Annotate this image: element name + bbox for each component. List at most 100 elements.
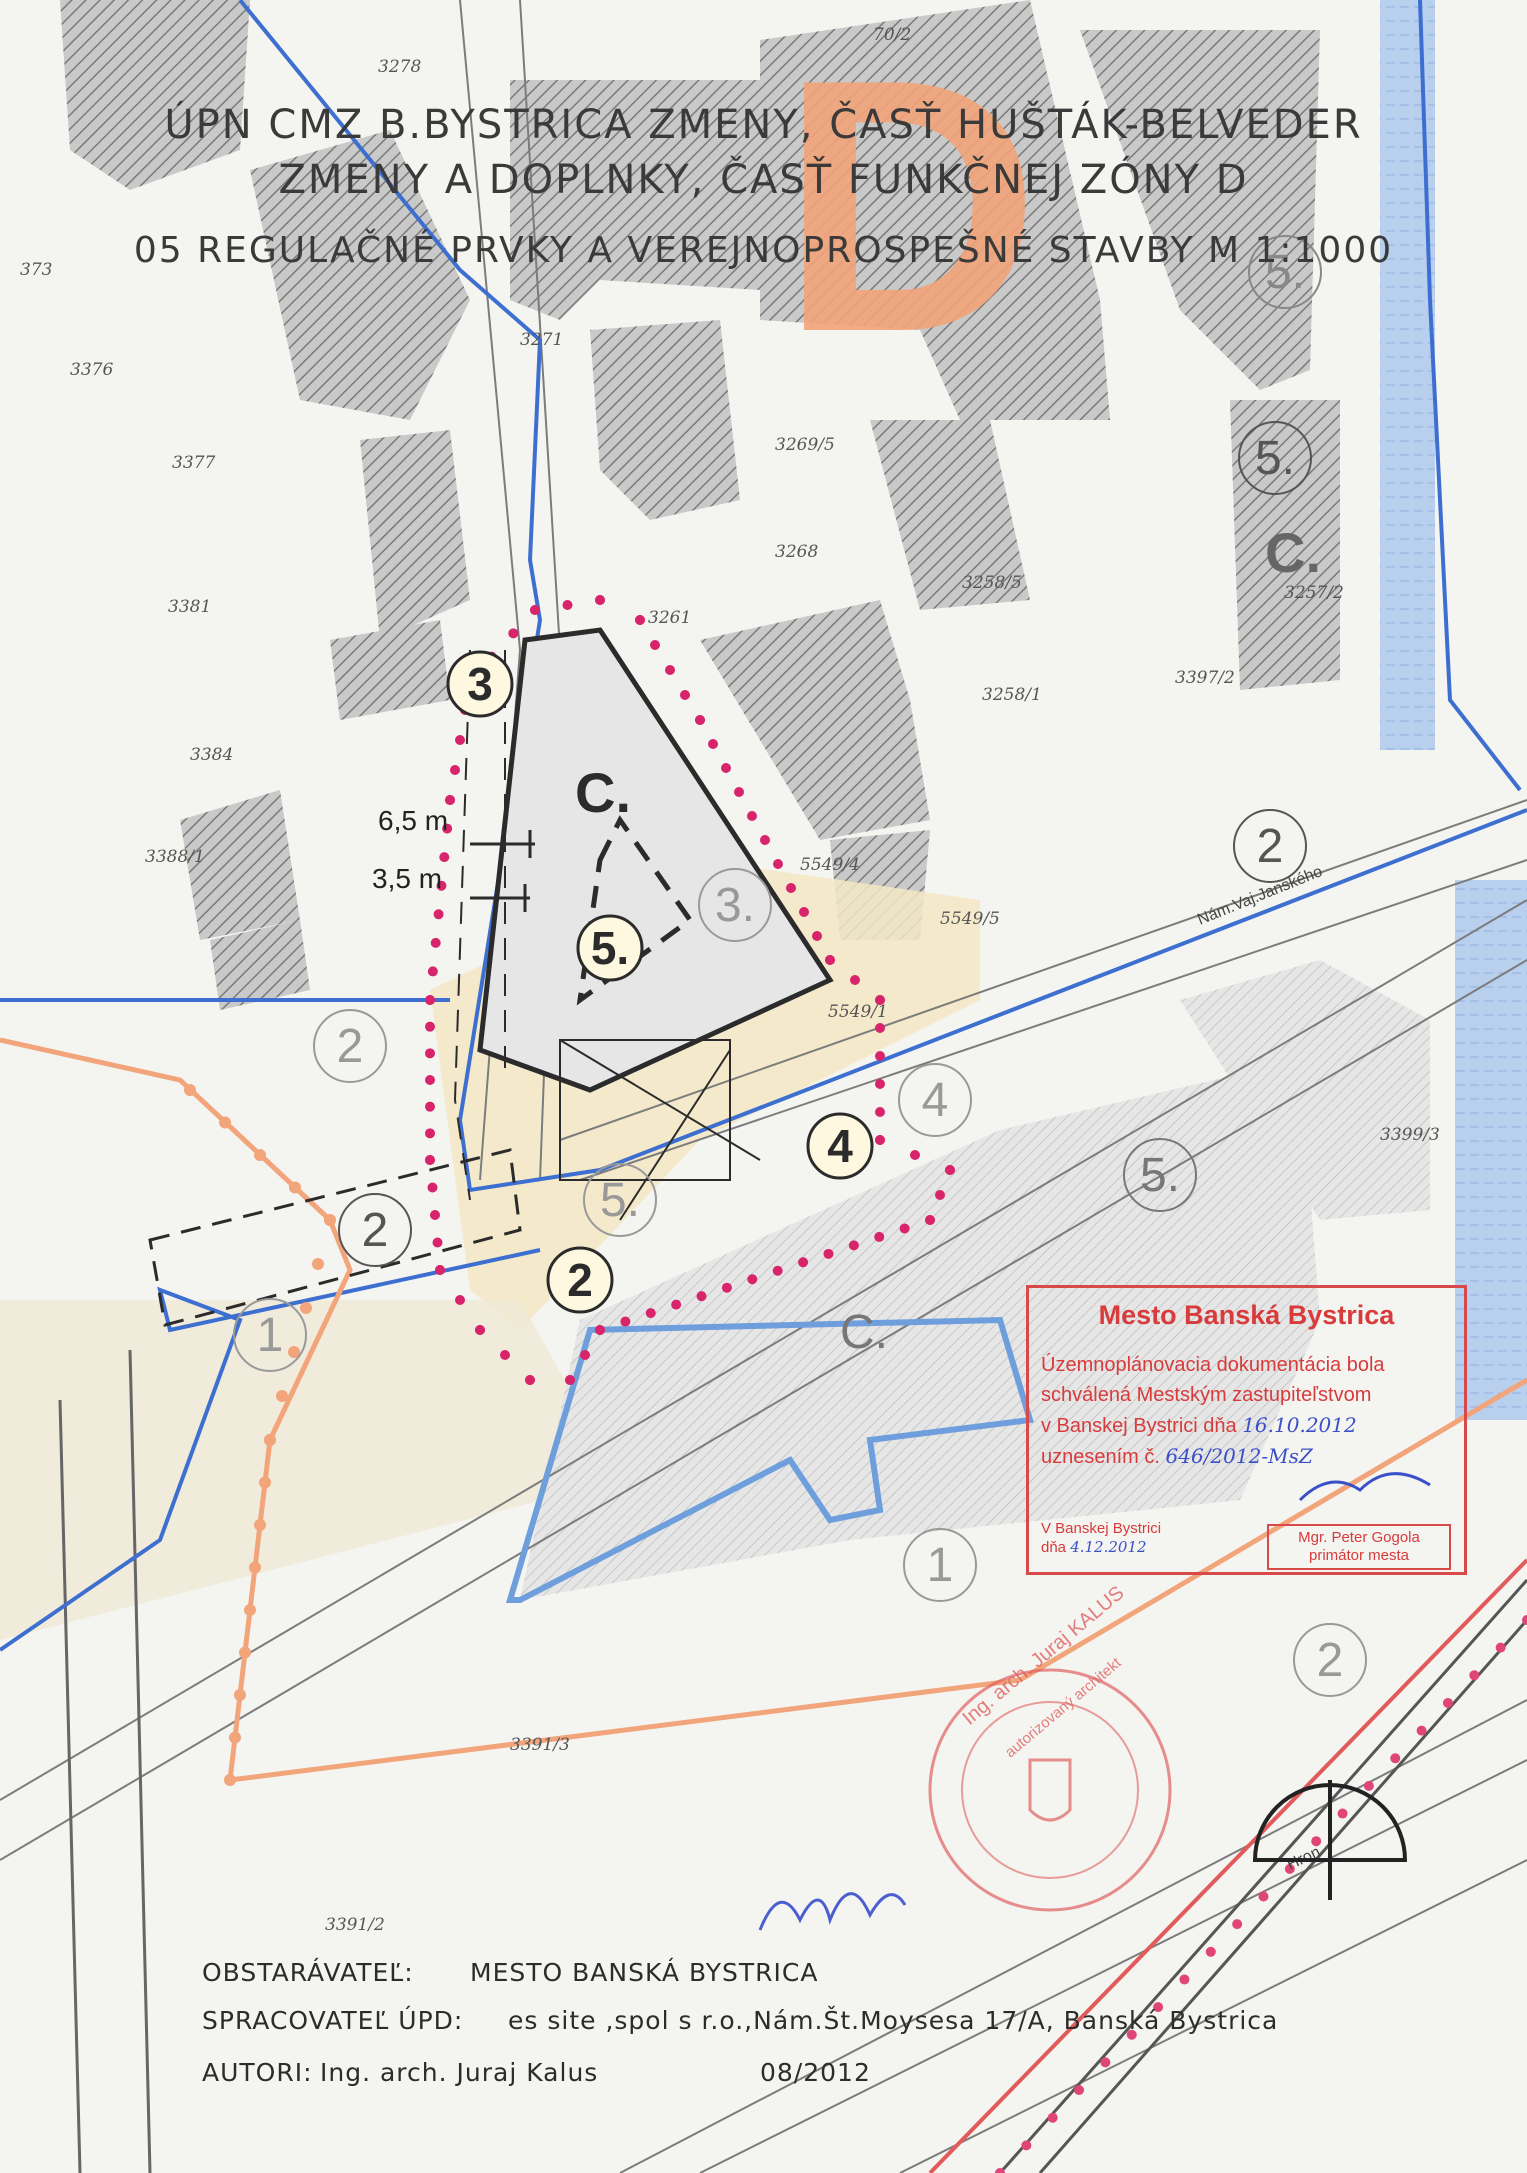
boundary-dot <box>455 1295 465 1305</box>
red-boundary-line <box>928 1558 1527 2173</box>
stamp-line-4: uznesením č. <box>1041 1446 1160 1468</box>
parcel-number: 373 <box>20 260 52 280</box>
boundary-dot <box>875 1079 885 1089</box>
zone-code: C. <box>840 1306 888 1359</box>
boundary-dot <box>427 966 438 977</box>
stamp-date-prefix: dňa <box>1041 1539 1067 1556</box>
boundary-dot <box>734 787 744 797</box>
boundary-dot <box>565 1375 575 1385</box>
boundary-dot <box>925 1215 935 1225</box>
boundary-dot <box>1153 2002 1164 2013</box>
blue-boundary <box>0 0 1527 1652</box>
parcel-number: 3261 <box>648 608 691 628</box>
boundary-dot <box>935 1190 945 1200</box>
approval-date: 16.10.2012 <box>1242 1413 1357 1437</box>
signer-name: Mgr. Peter Gogola <box>1298 1529 1420 1546</box>
underpass-rect <box>148 1148 522 1327</box>
boundary-dot <box>436 880 447 891</box>
stamp-header: Mesto Banská Bystrica <box>1098 1300 1395 1330</box>
parcel-number: 3381 <box>168 597 211 617</box>
boundary-dot <box>798 1257 809 1268</box>
circled-marker: 3 <box>446 650 514 718</box>
signer-title: primátor mesta <box>1308 1547 1410 1564</box>
square-area <box>0 1300 620 1640</box>
parcel-number: 3391/2 <box>325 1915 385 1935</box>
boundary-dot <box>455 735 465 745</box>
footer-date: 08/2012 <box>760 2058 871 2087</box>
boundary-dot <box>1311 1836 1322 1847</box>
boundary-dot <box>680 690 690 700</box>
boundary-dot <box>254 1519 266 1531</box>
boundary-dot <box>1390 1753 1401 1764</box>
parcel-number: 3397/2 <box>1175 668 1235 688</box>
boundary-dot <box>425 1128 435 1139</box>
boundary-dot <box>254 1149 266 1161</box>
title-line-1: ÚPN CMZ B.BYSTRICA ZMENY, ČASŤ HUŠTÁK-BE… <box>164 102 1363 148</box>
boundary-dot <box>425 1155 435 1165</box>
circled-marker: 5. <box>576 914 644 982</box>
footer-value-2: es site ,spol s r.o.,Nám.Št.Moysesa 17/A… <box>508 2006 1279 2035</box>
stamp-line-3: v Banskej Bystrici dňa <box>1041 1415 1237 1437</box>
boundary-dot <box>425 995 435 1005</box>
parcel-number: 3278 <box>378 57 421 77</box>
boundary-dot <box>671 1299 682 1310</box>
boundary-dot <box>1337 1808 1348 1819</box>
parcel-number: 70/2 <box>873 25 911 45</box>
circled-marker: 5. <box>1238 421 1312 495</box>
approval-stamp: Mesto Banská Bystrica Územnoplánovacia d… <box>1026 1285 1467 1575</box>
circled-marker-label: 3 <box>467 658 493 710</box>
boundary-dot <box>1021 2140 1032 2151</box>
boundary-dot <box>595 595 605 605</box>
boundary-dot <box>450 765 460 775</box>
boundary-dot <box>430 937 441 948</box>
boundary-dot <box>229 1731 241 1744</box>
footer-label-2: SPRACOVATEĽ ÚPD: <box>202 2006 464 2035</box>
boundary-dot <box>234 1689 246 1701</box>
circled-marker-label: 2 <box>337 1020 364 1073</box>
boundary-dot <box>244 1604 256 1616</box>
boundary-dot <box>562 600 573 610</box>
boundary-dot <box>1284 1863 1295 1874</box>
parcel-number: 5549/5 <box>940 909 1000 929</box>
dimension-guide-2 <box>453 649 471 1201</box>
footer-value-1: MESTO BANSKÁ BYSTRICA <box>470 1958 819 1987</box>
parcel-number: 3376 <box>70 360 113 380</box>
boundary-dot <box>786 883 796 893</box>
boundary-dot <box>239 1646 251 1659</box>
pink-dot-line-lower <box>995 1615 1527 2173</box>
parcel-number: 3269/5 <box>775 435 835 455</box>
boundary-dot <box>848 1240 859 1251</box>
boundary-dot <box>812 931 822 941</box>
boundary-dot <box>1495 1642 1506 1653</box>
boundary-dot <box>425 1048 435 1059</box>
boundary-dot <box>530 605 540 615</box>
boundary-dot <box>300 1302 312 1314</box>
building-blocks <box>60 0 1430 1220</box>
boundary-dot <box>995 2168 1005 2173</box>
boundary-dot <box>508 628 519 639</box>
dimension-markers <box>470 830 535 912</box>
parcel-number: 5549/4 <box>800 855 860 875</box>
parcel-number: 3257/2 <box>1284 583 1344 603</box>
title-line-2: ZMENY A DOPLNKY, ČASŤ FUNKČNEJ ZÓNY D <box>278 157 1249 203</box>
boundary-dot <box>721 763 731 773</box>
zone-codes: C. C. C. <box>575 521 1321 1359</box>
boundary-dot <box>850 975 860 985</box>
circled-marker: 1 <box>903 1528 977 1602</box>
boundary-dot <box>708 739 718 749</box>
boundary-dot <box>1205 1946 1216 1957</box>
boundary-dot <box>264 1434 276 1446</box>
pink-dot-boundary <box>425 595 955 1385</box>
boundary-dot <box>184 1084 196 1096</box>
stamp-line-4-row: uznesením č. 646/2012-MsZ <box>1041 1441 1451 1472</box>
parcel-number: 3271 <box>520 330 563 350</box>
boundary-dot <box>1047 2112 1058 2123</box>
boundary-dot <box>721 1282 732 1293</box>
boundary-dot <box>425 1101 435 1112</box>
circled-marker-label: 2 <box>1257 820 1284 873</box>
circled-marker-label: 3. <box>715 879 755 932</box>
boundary-dot <box>945 1165 955 1175</box>
parcel-number: 3384 <box>190 745 233 765</box>
